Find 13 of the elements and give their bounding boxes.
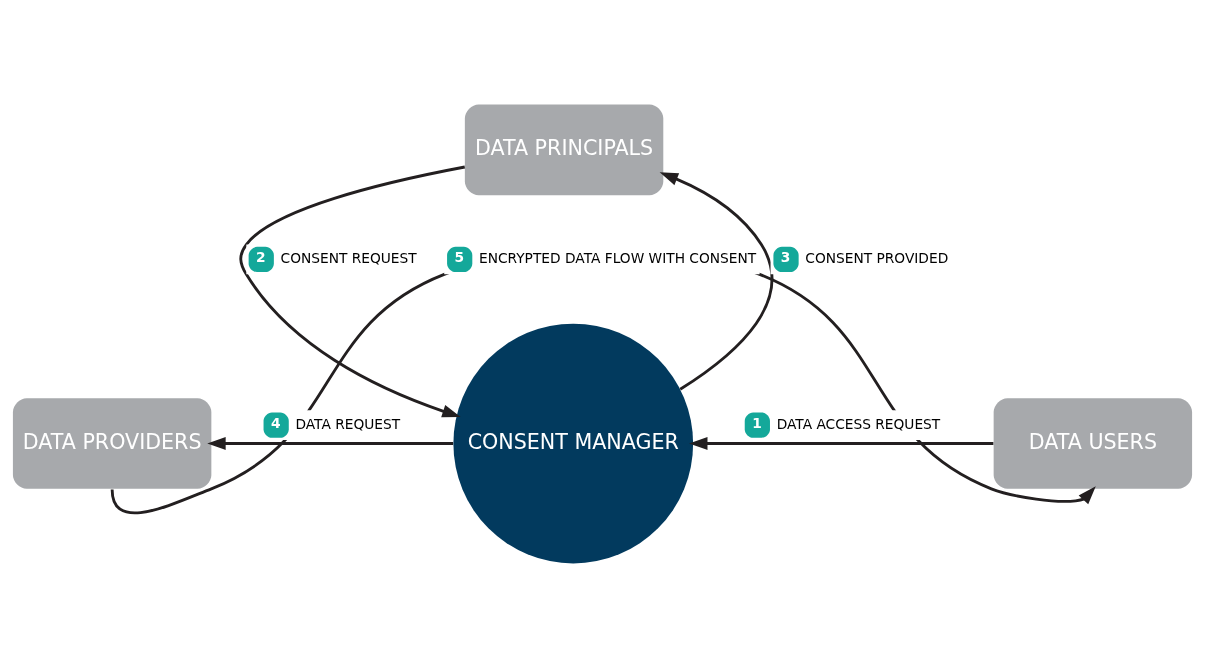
edge-label: 3 CONSENT PROVIDED [780, 248, 949, 266]
node-circle: CONSENT MANAGER [453, 323, 694, 563]
node-box: DATA USERS [993, 397, 1193, 489]
edge-label: 1 DATA ACCESS REQUEST [752, 414, 941, 432]
node-box: DATA PROVIDERS [12, 397, 212, 489]
edge-label: 4 DATA REQUEST [271, 414, 401, 432]
arrow [659, 171, 774, 390]
arrow [207, 436, 454, 450]
arrow [239, 165, 466, 417]
edge-label: 5 ENCRYPTED DATA FLOW WITH CONSENT [454, 248, 757, 266]
node-box: DATA PRINCIPALS [464, 104, 664, 195]
edge-label: 2 CONSENT REQUEST [256, 248, 417, 266]
arrow [689, 436, 994, 450]
